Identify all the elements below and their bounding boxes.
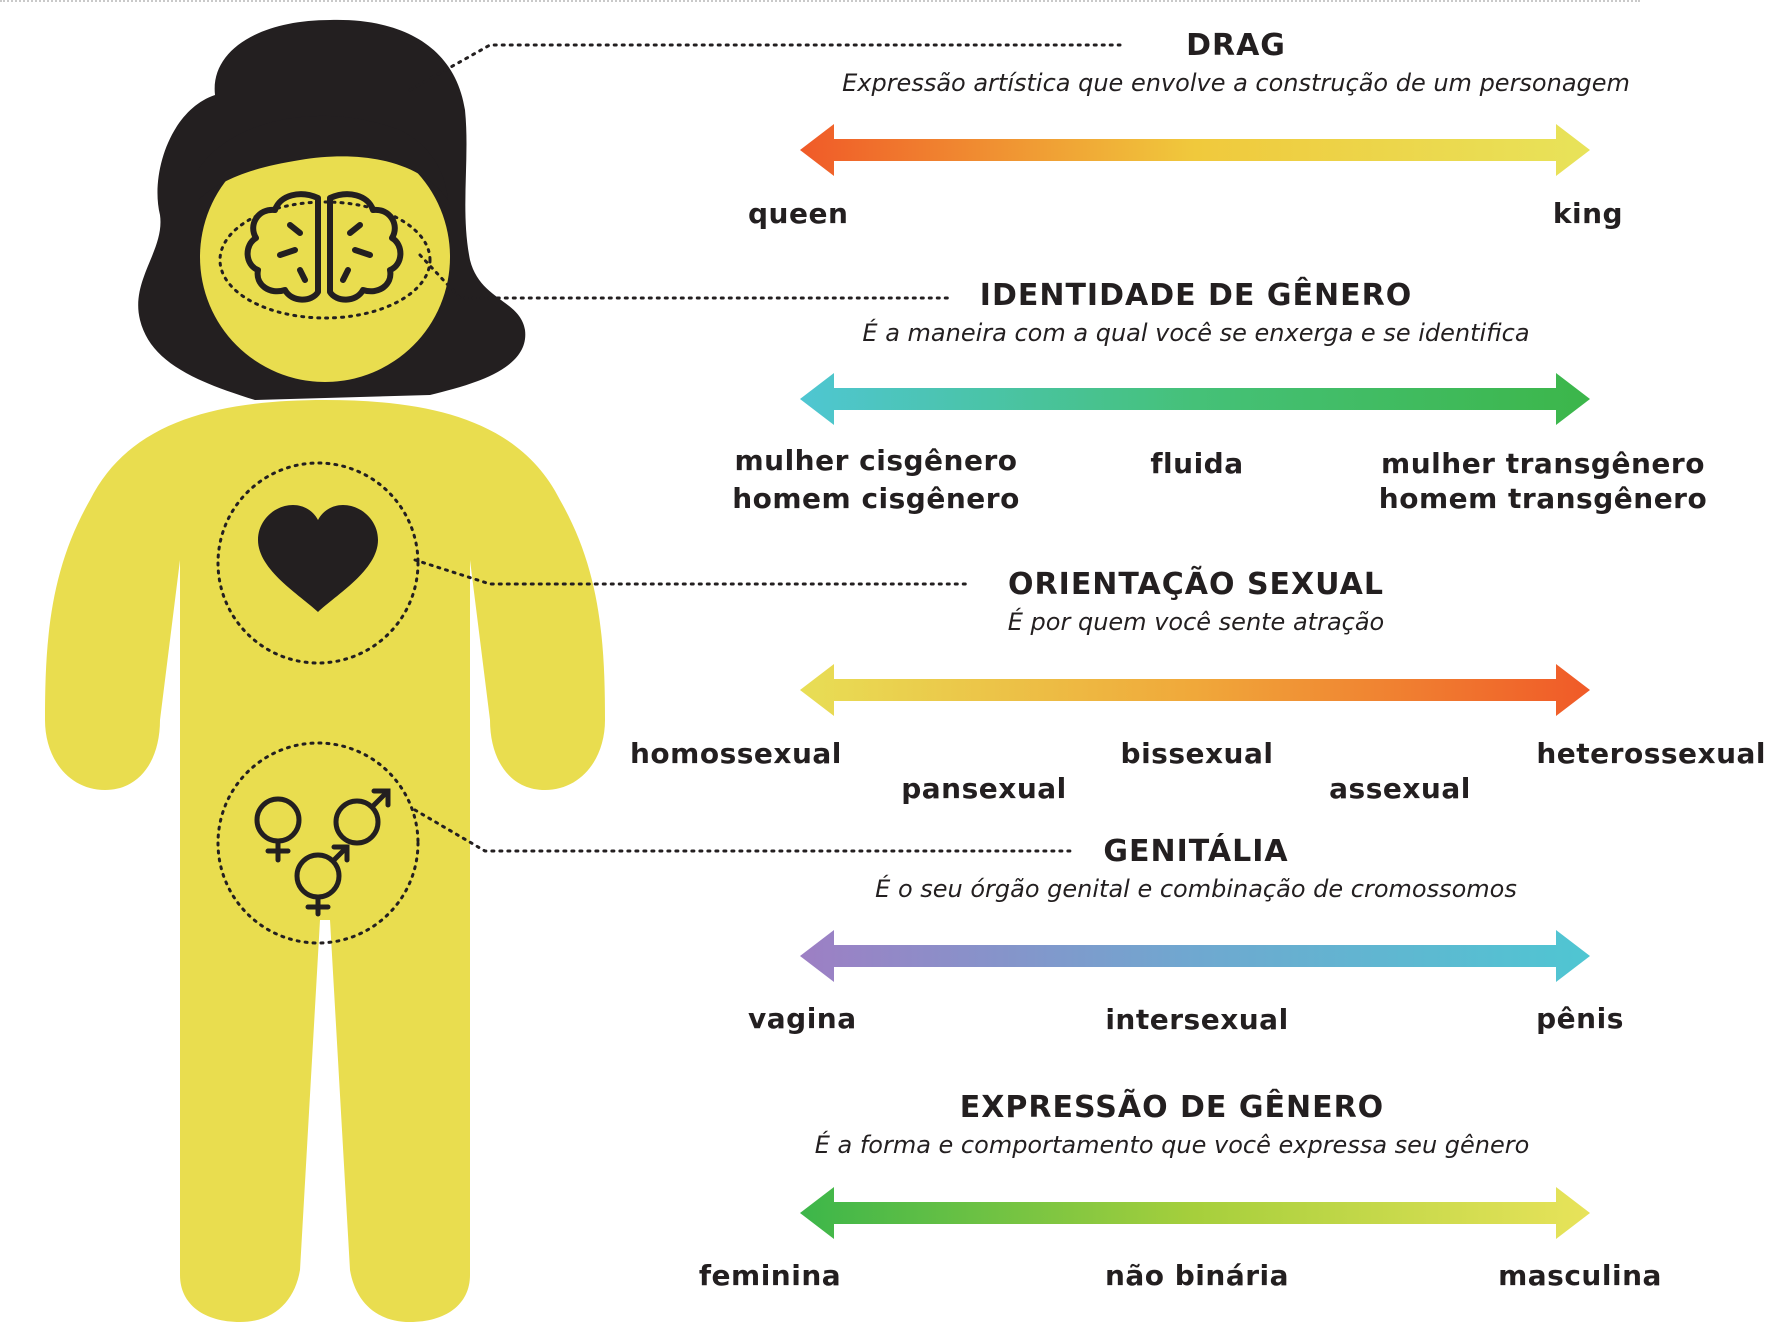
heart-dotted-ring: [216, 461, 420, 665]
label-queen: queen: [748, 197, 849, 230]
label-homem-transgenero: homem transgênero: [1378, 482, 1708, 515]
top-dotted-rule: [0, 0, 1640, 5]
face: [200, 132, 450, 382]
label-penis: pênis: [1536, 1002, 1624, 1035]
section-genitalia: GENITÁLIA É o seu órgão genital e combin…: [875, 834, 1517, 903]
spectrum-arrow-orientation: [800, 664, 1590, 716]
section-title: ORIENTAÇÃO SEXUAL: [1008, 567, 1384, 602]
section-orientation: ORIENTAÇÃO SEXUAL É por quem você sente …: [1008, 567, 1384, 636]
label-mulher-cisgenero: mulher cisgênero: [734, 444, 1018, 477]
genital-dotted-ring: [216, 741, 420, 945]
hair-fringe: [198, 115, 448, 200]
heart-icon: [258, 505, 378, 612]
label-feminina: feminina: [698, 1259, 842, 1292]
label-homem-cisgenero: homem cisgênero: [732, 482, 1020, 515]
brain-icon: [244, 191, 404, 303]
brain-dotted-ring: [218, 200, 432, 320]
section-title: IDENTIDADE DE GÊNERO: [979, 278, 1413, 313]
spectrum-arrow-identity: [800, 373, 1590, 425]
section-title: EXPRESSÃO DE GÊNERO: [959, 1090, 1385, 1125]
label-vagina: vagina: [748, 1002, 857, 1035]
section-subtitle: Expressão artística que envolve a constr…: [842, 69, 1630, 97]
person-figure: [45, 19, 605, 1322]
spectrum-arrow-expression: [800, 1187, 1590, 1239]
spectrum-arrow-drag: [800, 124, 1590, 176]
label-king: king: [1552, 197, 1624, 230]
section-subtitle: É o seu órgão genital e combinação de cr…: [875, 875, 1517, 903]
section-drag: DRAG Expressão artística que envolve a c…: [842, 28, 1630, 97]
label-fluida: fluida: [1150, 447, 1244, 480]
label-heterossexual: heterossexual: [1536, 737, 1766, 770]
label-bissexual: bissexual: [1120, 737, 1274, 770]
label-masculina: masculina: [1498, 1259, 1662, 1292]
label-assexual: assexual: [1329, 772, 1471, 805]
section-subtitle: É a maneira com a qual você se enxerga e…: [862, 319, 1530, 347]
label-intersexual: intersexual: [1105, 1003, 1289, 1036]
section-expression: EXPRESSÃO DE GÊNERO É a forma e comporta…: [815, 1090, 1530, 1159]
label-mulher-transgenero: mulher transgênero: [1381, 447, 1705, 480]
section-title: DRAG: [1186, 28, 1286, 63]
section-identity: IDENTIDADE DE GÊNERO É a maneira com a q…: [862, 278, 1529, 347]
gender-symbols-icon: [254, 788, 391, 917]
section-title: GENITÁLIA: [1103, 834, 1289, 869]
label-pansexual: pansexual: [901, 772, 1067, 805]
spectrum-arrow-genitalia: [800, 930, 1590, 982]
label-homossexual: homossexual: [630, 737, 842, 770]
section-subtitle: É a forma e comportamento que você expre…: [814, 1131, 1530, 1159]
section-subtitle: É por quem você sente atração: [1007, 608, 1385, 636]
label-nao-binaria: não binária: [1104, 1259, 1290, 1292]
body: [45, 400, 605, 1322]
